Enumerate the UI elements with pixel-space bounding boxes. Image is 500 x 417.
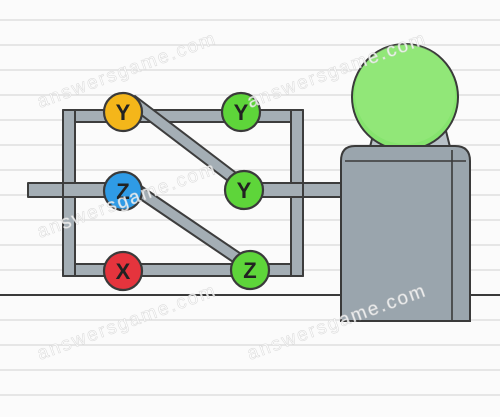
wire-top-rail [62,109,304,123]
node-right-top[interactable]: Y [220,91,262,133]
node-left-bottom[interactable]: X [102,250,144,292]
watermark-5: answersgame.com [35,280,220,365]
node-left-bottom-label: X [116,259,131,284]
node-right-bottom-label: Z [243,258,256,283]
lamp-machine [340,43,471,322]
node-left-mid[interactable]: Z [102,170,144,212]
watermark-4: answersgame.com [245,280,430,365]
machine-body [340,145,471,322]
node-right-mid[interactable]: Y [223,169,265,211]
node-right-top-label: Y [234,100,249,125]
node-left-mid-label: Z [116,179,129,204]
node-left-top-label: Y [116,100,131,125]
node-left-top[interactable]: Y [102,91,144,133]
node-right-mid-label: Y [237,178,252,203]
bulb-glow [355,44,455,144]
node-right-bottom[interactable]: Z [229,249,271,291]
